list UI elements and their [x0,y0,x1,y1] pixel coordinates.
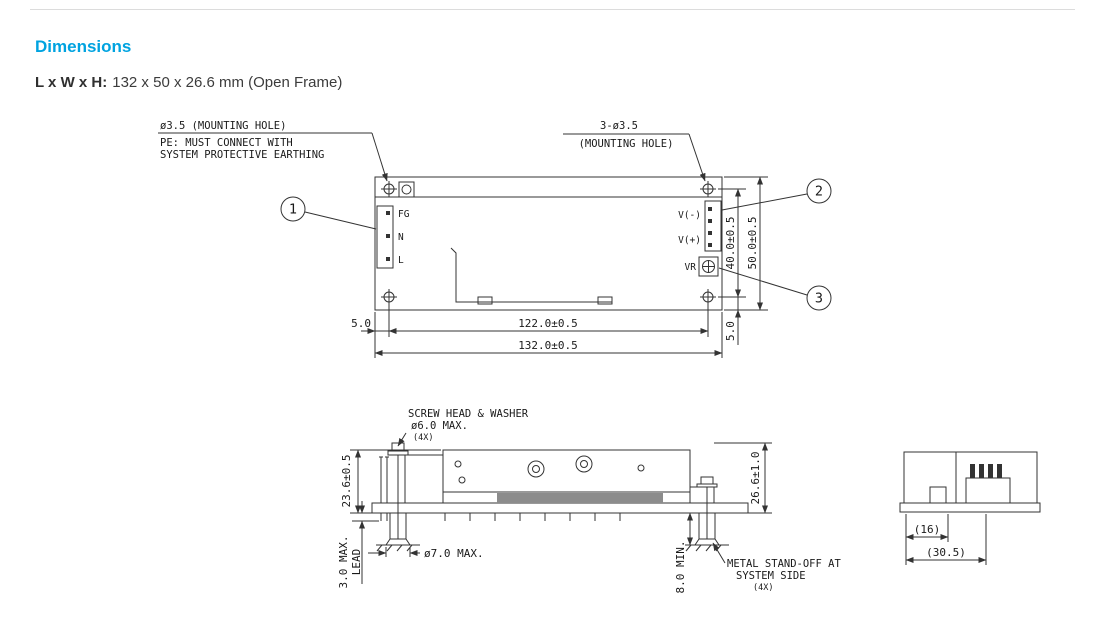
note-pe-line1: PE: MUST CONNECT WITH [160,137,293,149]
input-connector [376,205,394,269]
dim-5-left: 5.0 [351,317,371,330]
pcb-end [899,502,1041,513]
size-label: L x W x H: [35,74,108,91]
mounting-hole-bottom-right-icon [700,289,716,305]
output-connector [704,200,722,252]
page-title: Dimensions [35,37,132,56]
dim-3-0-max: 3.0 MAX. [337,536,350,589]
top-view-labels: ø3.5 (MOUNTING HOLE) PE: MUST CONNECT WI… [160,120,823,352]
note-standoff-line3: (4X) [753,583,773,593]
pcb-outline [374,176,723,311]
pin-label-n: N [398,232,404,243]
dim-23-6: 23.6±0.5 [340,455,353,508]
end-view [899,451,1041,565]
note-pe-hole: ø3.5 (MOUNTING HOLE) [160,120,286,132]
dim-30-5: (30.5) [926,546,966,559]
dim-lead: LEAD [350,549,363,576]
note-pe-line2: SYSTEM PROTECTIVE EARTHING [160,149,324,161]
pe-mounting-hole-icon [381,181,397,197]
end-view-labels: (16) (30.5) [914,523,966,559]
note-screw-line3: (4X) [413,433,433,443]
callout-balloon-1 [280,196,377,230]
note-standoff-line2: SYSTEM SIDE [736,570,806,582]
note-standoff-line1: METAL STAND-OFF AT [727,558,841,570]
note-mounting-holes-line2: (MOUNTING HOLE) [579,138,674,150]
dim-122: 122.0±0.5 [518,317,578,330]
dim-7-0-max: ø7.0 MAX. [424,547,484,560]
pin-label-vr: VR [685,262,697,273]
callout-2-number: 2 [815,184,823,200]
dim-5-right: 5.0 [724,321,737,341]
side-view-labels: SCREW HEAD & WASHER ø6.0 MAX. (4X) 23.6±… [337,408,841,593]
dim-40: 40.0±0.5 [724,217,737,270]
size-value: 132 x 50 x 26.6 mm (Open Frame) [112,74,343,91]
output-terminal-end [965,464,1011,504]
dim-50: 50.0±0.5 [746,217,759,270]
pin-label-l: L [398,255,404,266]
note-screw-line1: SCREW HEAD & WASHER [408,408,529,420]
screw-head-right-icon [696,476,718,539]
mounting-hole-bottom-left-icon [381,289,397,305]
dim-16: (16) [914,523,941,536]
size-line: L x W x H:132 x 50 x 26.6 mm (Open Frame… [35,74,342,91]
callout-3-number: 3 [815,291,823,307]
callout-1-number: 1 [289,202,297,218]
pin-label-v-minus: V(-) [678,210,701,221]
pcb-side [371,502,749,514]
mounting-hole-top-right-icon [700,181,716,197]
side-view [350,432,772,584]
pe-pad [398,181,415,198]
top-divider [30,9,1075,10]
dim-8-0-min: 8.0 MIN. [674,541,687,594]
dim-132: 132.0±0.5 [518,339,578,352]
pin-label-fg: FG [398,209,410,220]
note-mounting-holes-line1: 3-ø3.5 [600,120,638,132]
dim-26-6: 26.6±1.0 [749,452,762,505]
pin-label-v-plus: V(+) [678,235,701,246]
vr-trimmer [698,256,719,277]
top-view [158,132,832,358]
note-screw-line2: ø6.0 MAX. [411,420,468,432]
